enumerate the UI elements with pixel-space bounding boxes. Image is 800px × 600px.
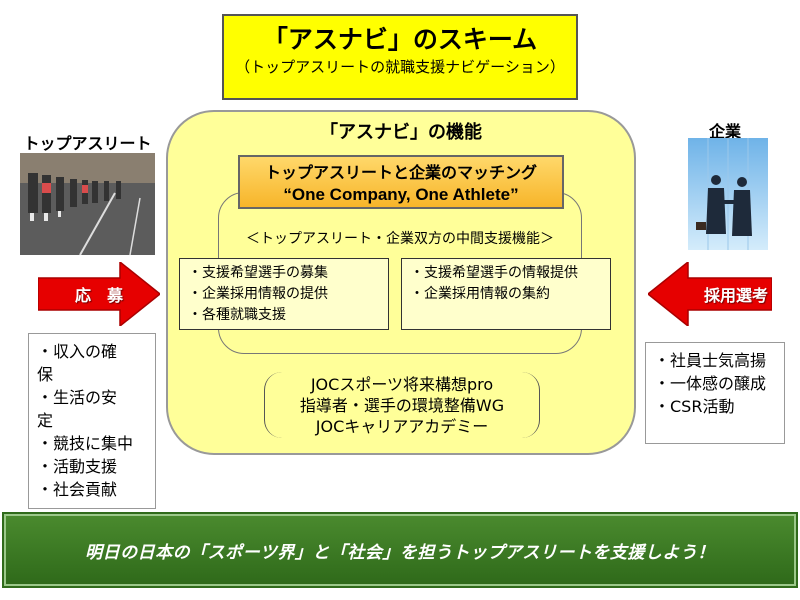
matching-title: トップアスリートと企業のマッチング	[264, 163, 537, 182]
function-item: ・支援希望選手の情報提供	[410, 265, 578, 281]
function-item: ・企業採用情報の提供	[188, 286, 328, 302]
list-item: ・社会貢献	[37, 480, 118, 499]
function-panel-title: 「アスナビ」の機能	[320, 122, 482, 143]
list-item: ・一体感の醸成	[654, 374, 767, 393]
list-item: 定	[37, 411, 54, 430]
recruitment-label: 採用選考	[703, 286, 768, 305]
recruitment-arrow: 採用選考	[646, 260, 773, 328]
joc-item: 指導者・選手の環境整備WG	[299, 396, 505, 415]
joc-programs: JOCスポーツ将来構想pro 指導者・選手の環境整備WG JOCキャリアアカデミ…	[264, 372, 540, 438]
company-benefits-list: ・社員士気高揚 ・一体感の醸成 ・CSR活動	[645, 342, 785, 444]
apply-arrow: 応 募	[37, 260, 162, 328]
athlete-label: トップアスリート	[23, 134, 152, 153]
apply-label: 応 募	[74, 286, 123, 305]
scheme-title: 「アスナビ」のスキーム	[262, 25, 538, 54]
joc-item: JOCキャリアアカデミー	[315, 417, 489, 436]
list-item: ・CSR活動	[654, 397, 735, 416]
function-item: ・企業採用情報の集約	[410, 286, 550, 302]
scheme-subtitle: （トップアスリートの就職支援ナビゲーション）	[235, 58, 565, 76]
slogan-text: 明日の日本の「スポーツ界」と「社会」を担うトップアスリートを支援しよう！	[85, 542, 715, 563]
list-item: ・競技に集中	[37, 434, 134, 453]
matching-box: トップアスリートと企業のマッチング “One Company, One Athl…	[238, 155, 564, 209]
intermediate-support-caption: ＜トップアスリート・企業双方の中間支援機能＞	[246, 231, 554, 247]
list-item: ・活動支援	[37, 457, 118, 476]
list-item: ・生活の安	[37, 388, 118, 407]
company-label: 企業	[708, 122, 741, 141]
slogan-banner	[4, 514, 796, 586]
list-item: ・社員士気高揚	[654, 351, 767, 370]
marathon-runners-photo	[20, 153, 155, 256]
scheme-title-box: 「アスナビ」のスキーム （トップアスリートの就職支援ナビゲーション）	[222, 14, 578, 100]
business-handshake-photo	[688, 138, 768, 250]
joc-item: JOCスポーツ将来構想pro	[310, 375, 494, 394]
function-item: ・支援希望選手の募集	[188, 265, 328, 281]
athlete-side-functions: ・支援希望選手の募集 ・企業採用情報の提供 ・各種就職支援	[179, 258, 389, 330]
matching-slogan: “One Company, One Athlete”	[283, 185, 519, 204]
function-item: ・各種就職支援	[188, 307, 286, 323]
list-item: ・収入の確	[37, 342, 118, 361]
athlete-benefits-list: ・収入の確 保 ・生活の安 定 ・競技に集中 ・活動支援 ・社会貢献	[28, 333, 156, 509]
list-item: 保	[37, 365, 54, 384]
company-side-functions: ・支援希望選手の情報提供 ・企業採用情報の集約	[401, 258, 611, 330]
